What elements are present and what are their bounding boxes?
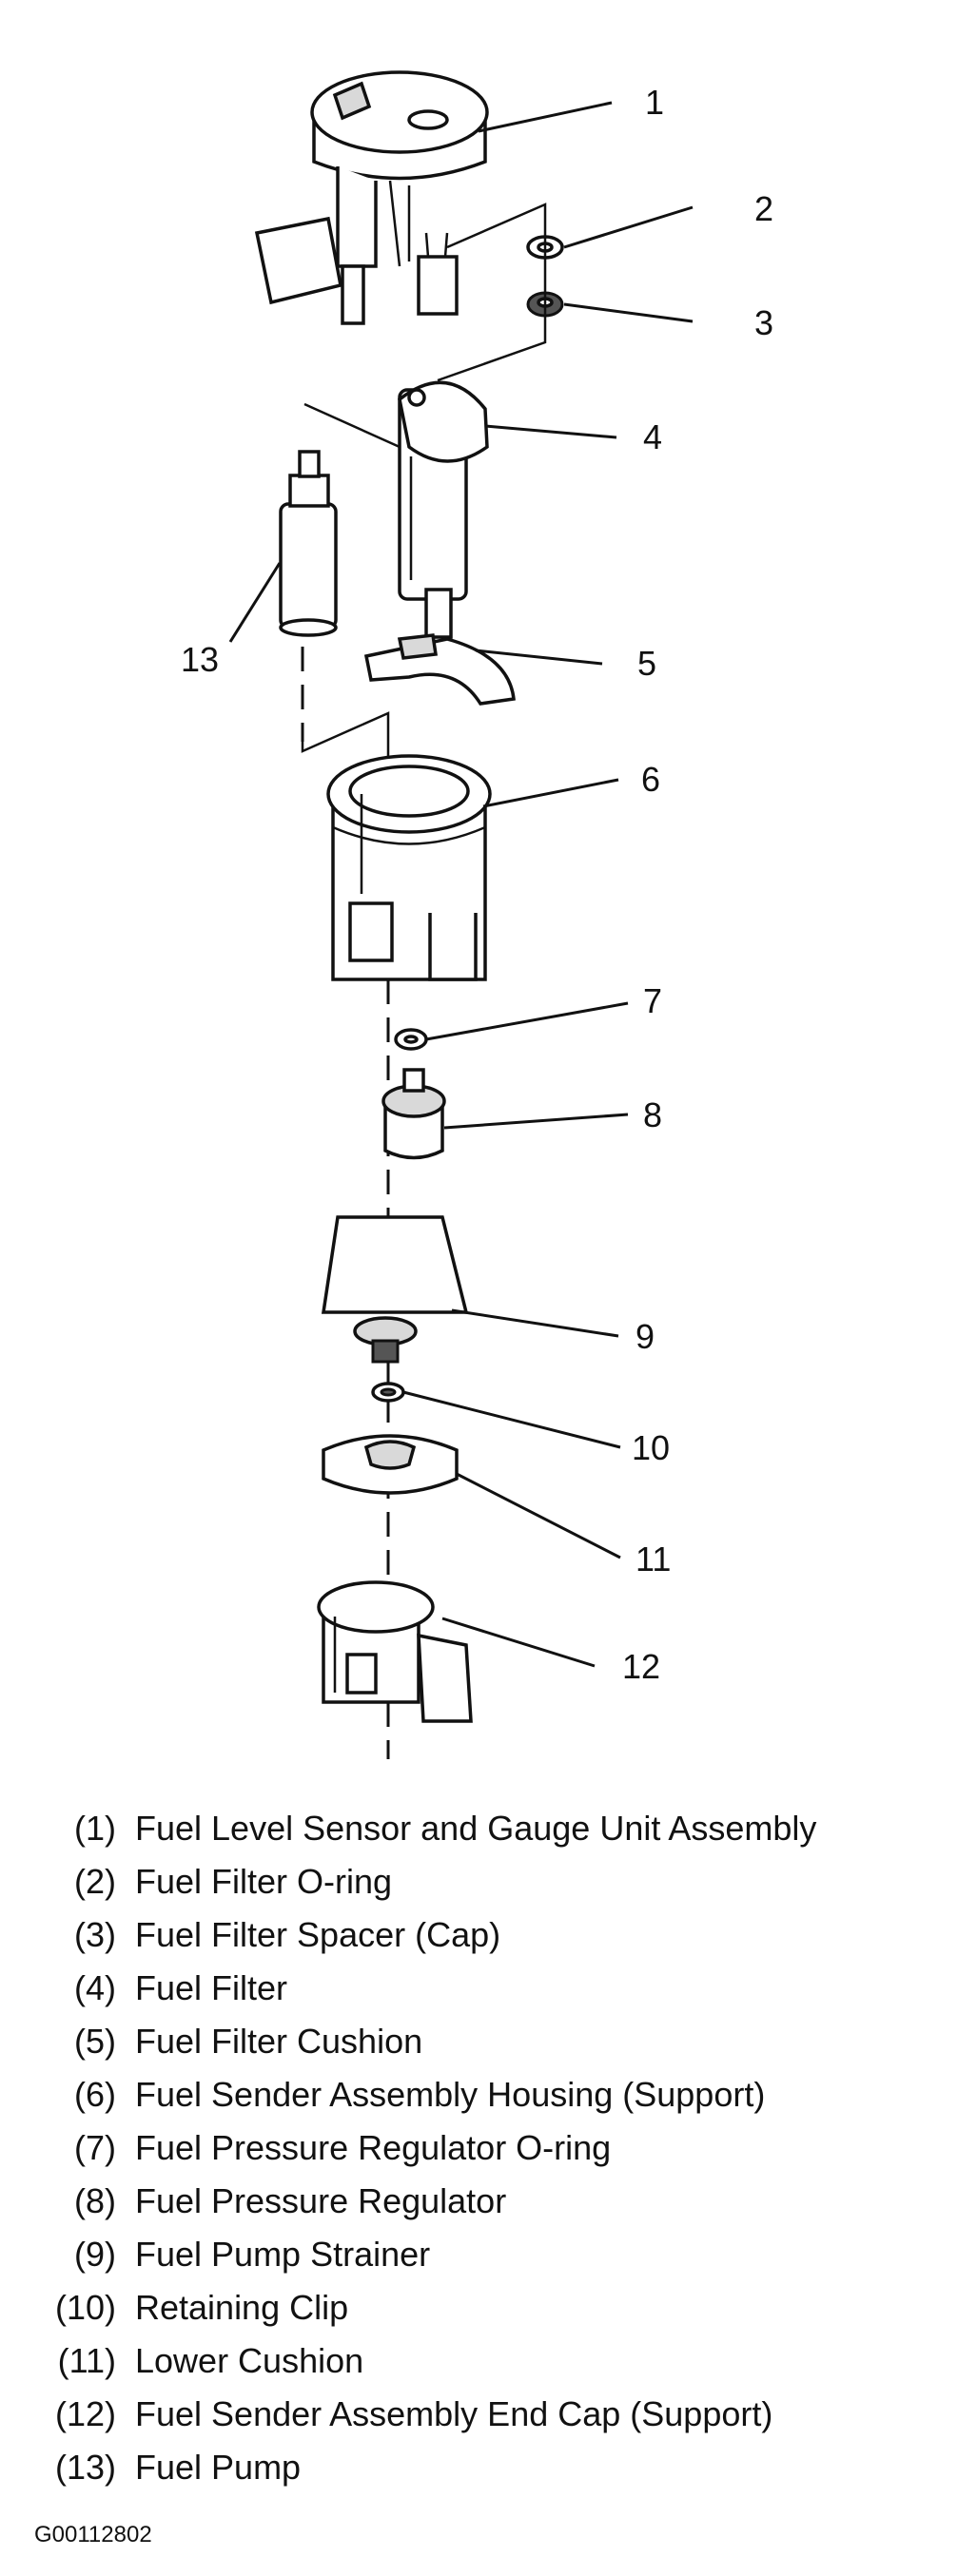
part-13-fuel-pump bbox=[279, 450, 338, 637]
part-8-pressure-regulator bbox=[381, 1068, 446, 1160]
legend-item-name: Fuel Sender Assembly Housing (Support) bbox=[135, 2075, 766, 2114]
legend-item-name: Retaining Clip bbox=[135, 2288, 349, 2327]
legend-item: (11) Lower Cushion bbox=[32, 2334, 946, 2388]
legend-item-name: Fuel Filter O-ring bbox=[135, 1862, 393, 1901]
legend-item-number: (1) bbox=[74, 1809, 116, 1848]
part-1-sensor-gauge-unit bbox=[254, 70, 489, 325]
leader-line-7 bbox=[425, 1001, 629, 1041]
legend-item-name: Fuel Pressure Regulator O-ring bbox=[135, 2128, 612, 2167]
part-5-filter-cushion bbox=[363, 633, 516, 706]
part-11-lower-cushion bbox=[322, 1434, 459, 1495]
legend-item-name: Fuel Filter Cushion bbox=[135, 2022, 423, 2061]
figure-code: G00112802 bbox=[34, 2522, 152, 2547]
callout-7: 7 bbox=[643, 981, 662, 1020]
callout-3: 3 bbox=[754, 303, 773, 342]
part-4-fuel-filter bbox=[398, 380, 489, 639]
legend-item-number: (7) bbox=[74, 2128, 116, 2167]
leader-line-1 bbox=[478, 101, 613, 133]
leader-line-4 bbox=[484, 424, 617, 439]
callout-13: 13 bbox=[181, 640, 219, 679]
leader-line-8 bbox=[443, 1113, 629, 1130]
legend-item-number: (2) bbox=[74, 1862, 116, 1901]
part-9-pump-strainer bbox=[321, 1215, 469, 1364]
legend-item-name: Fuel Pump bbox=[135, 2448, 302, 2487]
legend-item: (7) Fuel Pressure Regulator O-ring bbox=[32, 2121, 946, 2175]
exploded-parts-diagram: 1 2 3 4 5 6 7 8 9 10 11 12 13 bbox=[181, 70, 773, 1759]
parts-legend: (1) Fuel Level Sensor and Gauge Unit Asse… bbox=[32, 1802, 946, 2494]
leader-line-13 bbox=[228, 562, 282, 643]
legend-item: (10) Retaining Clip bbox=[32, 2281, 946, 2334]
legend-item-name: Fuel Filter Spacer (Cap) bbox=[135, 1915, 501, 1954]
legend-item: (1) Fuel Level Sensor and Gauge Unit Asse… bbox=[32, 1802, 946, 1855]
legend-item-number: (11) bbox=[57, 2341, 116, 2380]
callout-8: 8 bbox=[643, 1095, 662, 1134]
callout-9: 9 bbox=[635, 1317, 655, 1356]
leader-line-5 bbox=[475, 649, 603, 666]
legend-item-number: (3) bbox=[74, 1915, 116, 1954]
legend-item-name: Lower Cushion bbox=[135, 2341, 364, 2380]
callout-1: 1 bbox=[645, 83, 664, 122]
leader-line-3 bbox=[563, 302, 694, 323]
legend-item-name: Fuel Pressure Regulator bbox=[135, 2181, 507, 2220]
leader-line-11 bbox=[456, 1472, 621, 1559]
part-12-end-cap bbox=[317, 1580, 473, 1723]
part-10-retaining-clip bbox=[371, 1382, 405, 1403]
leader-line-12 bbox=[441, 1617, 596, 1668]
legend-item-number: (4) bbox=[74, 1968, 116, 2007]
legend-item: (4) Fuel Filter bbox=[32, 1962, 946, 2015]
part-6-sender-housing bbox=[326, 754, 492, 981]
legend-item: (5) Fuel Filter Cushion bbox=[32, 2015, 946, 2068]
legend-item-name: Fuel Level Sensor and Gauge Unit Assembl… bbox=[135, 1809, 817, 1848]
callout-12: 12 bbox=[622, 1647, 660, 1686]
legend-item-number: (12) bbox=[54, 2394, 116, 2433]
legend-item: (8) Fuel Pressure Regulator bbox=[32, 2175, 946, 2228]
leader-line-9 bbox=[451, 1308, 619, 1338]
leader-line-10 bbox=[402, 1390, 621, 1449]
legend-item: (12) Fuel Sender Assembly End Cap (Suppor… bbox=[32, 2388, 946, 2441]
hose-routing-line bbox=[437, 203, 547, 382]
legend-item-name: Fuel Sender Assembly End Cap (Support) bbox=[135, 2394, 773, 2433]
legend-item-number: (5) bbox=[74, 2022, 116, 2061]
part-7-regulator-o-ring bbox=[394, 1028, 428, 1051]
legend-item: (2) Fuel Filter O-ring bbox=[32, 1855, 946, 1908]
callout-2: 2 bbox=[754, 189, 773, 228]
leader-line-2 bbox=[563, 205, 694, 249]
callout-10: 10 bbox=[632, 1428, 670, 1467]
callout-11: 11 bbox=[635, 1540, 671, 1579]
legend-item-name: Fuel Filter bbox=[135, 1968, 288, 2007]
leader-line-6 bbox=[482, 778, 619, 808]
legend-item: (6) Fuel Sender Assembly Housing (Support… bbox=[32, 2068, 946, 2121]
callout-5: 5 bbox=[637, 644, 656, 683]
legend-item-number: (8) bbox=[74, 2181, 116, 2220]
legend-item: (9) Fuel Pump Strainer bbox=[32, 2228, 946, 2281]
legend-item-number: (6) bbox=[74, 2075, 116, 2114]
legend-item-number: (10) bbox=[54, 2288, 116, 2327]
legend-item-number: (9) bbox=[74, 2235, 116, 2274]
callout-4: 4 bbox=[643, 417, 662, 456]
legend-item-number: (13) bbox=[54, 2448, 116, 2487]
legend-item: (3) Fuel Filter Spacer (Cap) bbox=[32, 1908, 946, 1962]
legend-item-name: Fuel Pump Strainer bbox=[135, 2235, 431, 2274]
callout-6: 6 bbox=[641, 760, 660, 799]
legend-item: (13) Fuel Pump bbox=[32, 2441, 946, 2494]
